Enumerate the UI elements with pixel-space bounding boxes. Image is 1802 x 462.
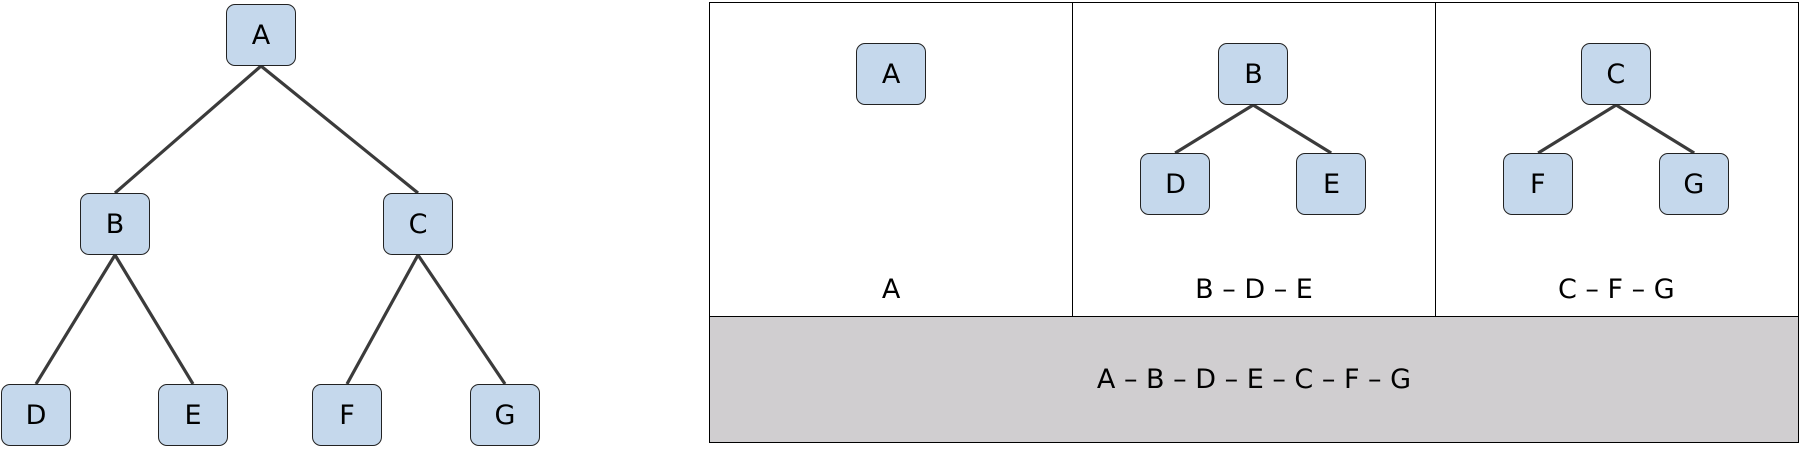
tree-edge-a-b <box>113 64 263 195</box>
binary-tree: A B C D E F G <box>0 0 560 462</box>
cell-caption: B – D – E <box>1195 274 1313 305</box>
tree-edges <box>34 64 507 385</box>
tree-edge-a-c <box>259 64 420 195</box>
node-f: F <box>312 384 382 446</box>
node-a: A <box>226 4 296 66</box>
node-e: E <box>158 384 228 446</box>
cell-edge-b-d <box>1174 103 1255 155</box>
cell-edge-c-f <box>1536 103 1617 155</box>
node-e: E <box>1296 153 1367 215</box>
traversal-result-row: A – B – D – E – C – F – G <box>710 316 1798 442</box>
tree-edge-b-e <box>113 254 195 385</box>
node-b: B <box>80 193 150 255</box>
node-g: G <box>470 384 540 446</box>
tree-edge-c-f <box>345 254 420 385</box>
cell-edges <box>1536 103 1695 155</box>
node-d: D <box>1 384 71 446</box>
tree-edge-b-d <box>34 254 117 385</box>
cell-caption: A <box>881 274 901 305</box>
node-c: C <box>383 193 453 255</box>
node-f: F <box>1502 153 1573 215</box>
node-b: B <box>1218 43 1289 105</box>
node-g: G <box>1658 153 1729 215</box>
node-d: D <box>1140 153 1211 215</box>
tree-edge-c-g <box>416 254 507 385</box>
traversal-result-label: A – B – D – E – C – F – G <box>1096 364 1412 395</box>
cell-edge-b-e <box>1252 103 1333 155</box>
cell-caption: C – F – G <box>1558 274 1675 305</box>
cell-edges <box>1174 103 1333 155</box>
cell-edge-c-g <box>1614 103 1695 155</box>
node-c: C <box>1580 43 1651 105</box>
node-a: A <box>856 43 927 105</box>
